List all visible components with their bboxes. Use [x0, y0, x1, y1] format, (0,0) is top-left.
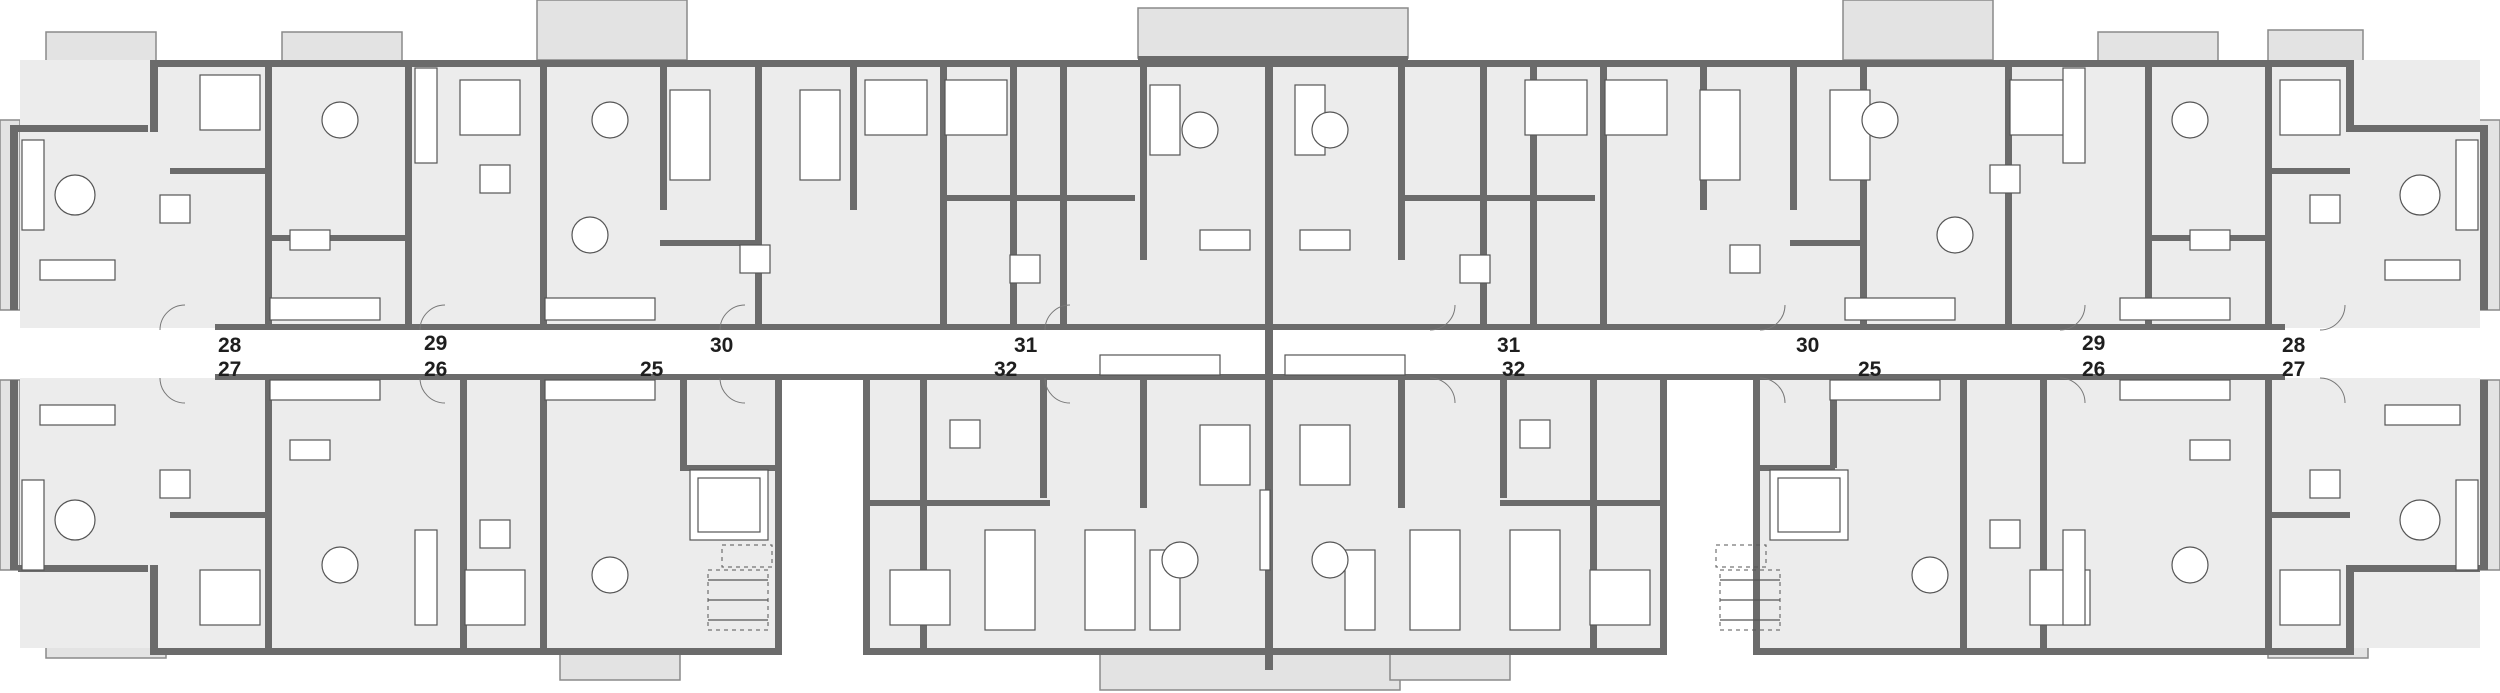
unit-label-25-bottom-right: 25 [1858, 358, 1882, 381]
unit-label-27-bottom-right: 27 [2282, 358, 2305, 381]
interior-walls-bottom [170, 378, 2350, 648]
unit-labels: 28 29 30 31 27 26 25 32 31 30 29 28 32 2… [218, 332, 2306, 381]
exterior-walls [10, 56, 2488, 670]
unit-label-26-bottom-left: 26 [424, 358, 447, 381]
unit-label-25-bottom-left: 25 [640, 358, 664, 381]
unit-label-26-bottom-right: 26 [2082, 358, 2105, 381]
unit-label-32-bottom-left: 32 [994, 358, 1017, 381]
unit-label-31-top-left: 31 [1014, 334, 1038, 357]
unit-label-28-top-right: 28 [2282, 334, 2306, 357]
stairwell-right [1715, 469, 1849, 631]
unit-label-30-top-right: 30 [1796, 334, 1819, 357]
unit-label-27-bottom-left: 27 [218, 358, 241, 381]
unit-label-28-top-left: 28 [218, 334, 242, 357]
unit-label-31-top-right: 31 [1497, 334, 1521, 357]
door-swings [159, 304, 2346, 404]
unit-label-29-top-right: 29 [2082, 332, 2105, 355]
corridor [215, 324, 2285, 380]
unit-label-30-top-left: 30 [710, 334, 733, 357]
floor-areas [20, 60, 2480, 668]
unit-label-29-top-left: 29 [424, 332, 447, 355]
furniture [21, 67, 2479, 631]
stairwell-left [689, 469, 773, 631]
unit-label-32-bottom-right: 32 [1502, 358, 1525, 381]
